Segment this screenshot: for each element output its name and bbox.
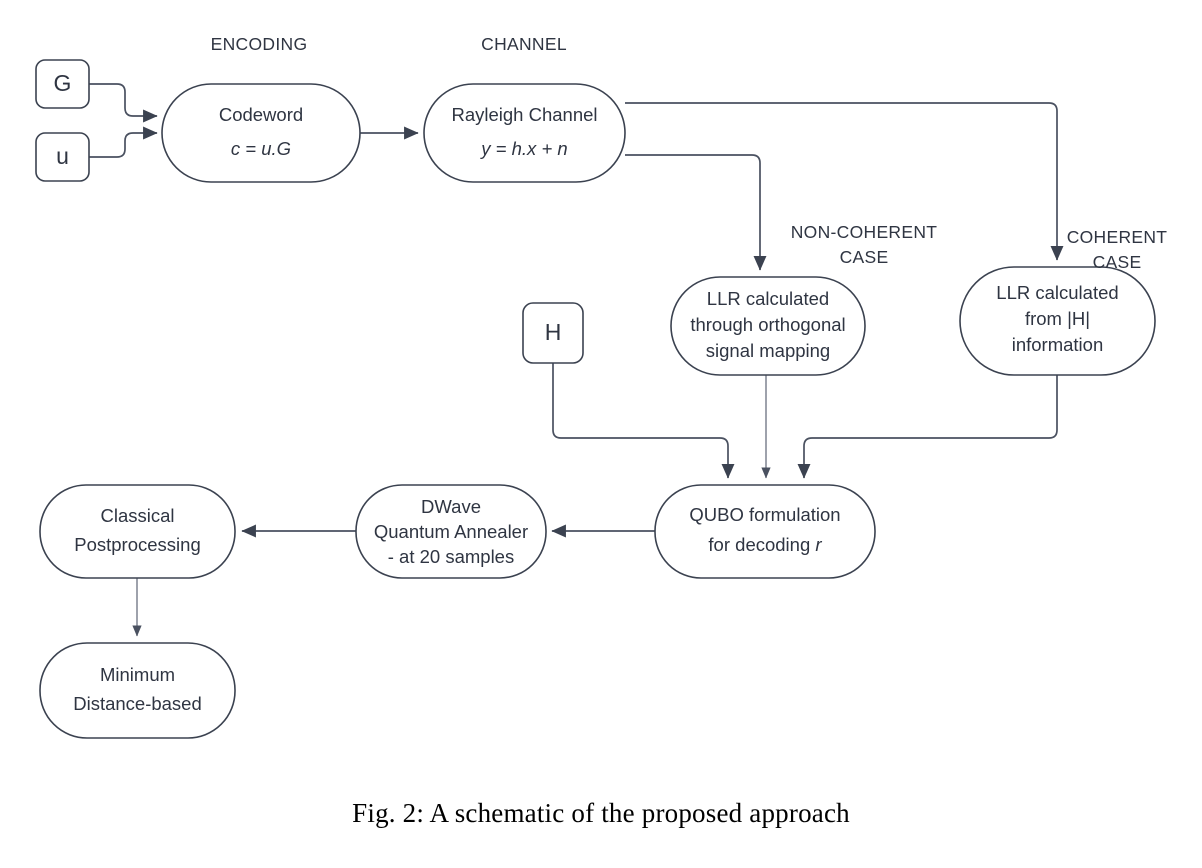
llr-coherent-node[interactable]: LLR calculated from |H| information <box>959 266 1156 376</box>
generator-matrix-label: G <box>54 70 72 96</box>
classical-postprocessing-node[interactable]: Classical Postprocessing <box>39 484 236 579</box>
minimum-distance-label-line2: Distance-based <box>73 693 202 714</box>
qubo-label-line2-text: for decoding <box>708 534 815 555</box>
channel-matrix-label: H <box>545 319 562 345</box>
llr-coherent-label-line3: information <box>1012 334 1104 355</box>
stage-label-encoding: ENCODING <box>211 34 308 54</box>
dwave-label-line3: - at 20 samples <box>388 546 514 567</box>
llr-non-coherent-label-line2: through orthogonal <box>690 314 845 335</box>
codeword-node[interactable]: Codeword c = u.G <box>161 83 361 183</box>
rayleigh-channel-label-line1: Rayleigh Channel <box>451 104 597 125</box>
edge-h-to-qubo <box>552 363 735 479</box>
llr-non-coherent-label-line1: LLR calculated <box>707 288 829 309</box>
stage-label-non-coherent-case-line1: NON-COHERENT <box>791 222 938 242</box>
message-vector-label: u <box>56 143 69 169</box>
rayleigh-channel-node[interactable]: Rayleigh Channel y = h.x + n <box>423 83 626 183</box>
dwave-label-line1: DWave <box>421 496 481 517</box>
minimum-distance-label-line1: Minimum <box>100 664 175 685</box>
stage-label-coherent-case-line2: CASE <box>1093 252 1142 272</box>
llr-coherent-label-line2: from |H| <box>1025 308 1090 329</box>
qubo-label-variable: r <box>815 534 822 555</box>
edge-llr-coherent-to-qubo <box>797 375 1058 479</box>
minimum-distance-node[interactable]: Minimum Distance-based <box>39 642 236 739</box>
figure-caption: Fig. 2: A schematic of the proposed appr… <box>352 798 850 828</box>
stage-label-coherent-case-line1: COHERENT <box>1067 227 1168 247</box>
codeword-label-line2: c = u.G <box>231 138 291 159</box>
llr-non-coherent-label-line3: signal mapping <box>706 340 830 361</box>
llr-coherent-label-line1: LLR calculated <box>996 282 1118 303</box>
dwave-annealer-node[interactable]: DWave Quantum Annealer - at 20 samples <box>355 484 547 579</box>
edge-rayleigh-to-llr-non-coherent <box>625 154 767 271</box>
edge-rayleigh-to-llr-coherent <box>625 102 1064 261</box>
dwave-label-line2: Quantum Annealer <box>374 521 528 542</box>
channel-matrix-node[interactable]: H <box>522 302 584 364</box>
classical-postprocessing-label-line2: Postprocessing <box>74 534 200 555</box>
qubo-label-line1: QUBO formulation <box>689 504 840 525</box>
stage-label-channel: CHANNEL <box>481 34 567 54</box>
qubo-label-line2: for decoding r <box>708 534 822 555</box>
edge-u-to-codeword <box>89 126 158 158</box>
qubo-formulation-node[interactable]: QUBO formulation for decoding r <box>654 484 876 579</box>
edge-g-to-codeword <box>89 83 158 123</box>
generator-matrix-node[interactable]: G <box>35 59 90 109</box>
message-vector-node[interactable]: u <box>35 132 90 182</box>
rayleigh-channel-label-line2: y = h.x + n <box>479 138 567 159</box>
stage-label-non-coherent-case-line2: CASE <box>840 247 889 267</box>
classical-postprocessing-label-line1: Classical <box>100 505 174 526</box>
codeword-label-line1: Codeword <box>219 104 303 125</box>
llr-non-coherent-node[interactable]: LLR calculated through orthogonal signal… <box>670 276 866 376</box>
